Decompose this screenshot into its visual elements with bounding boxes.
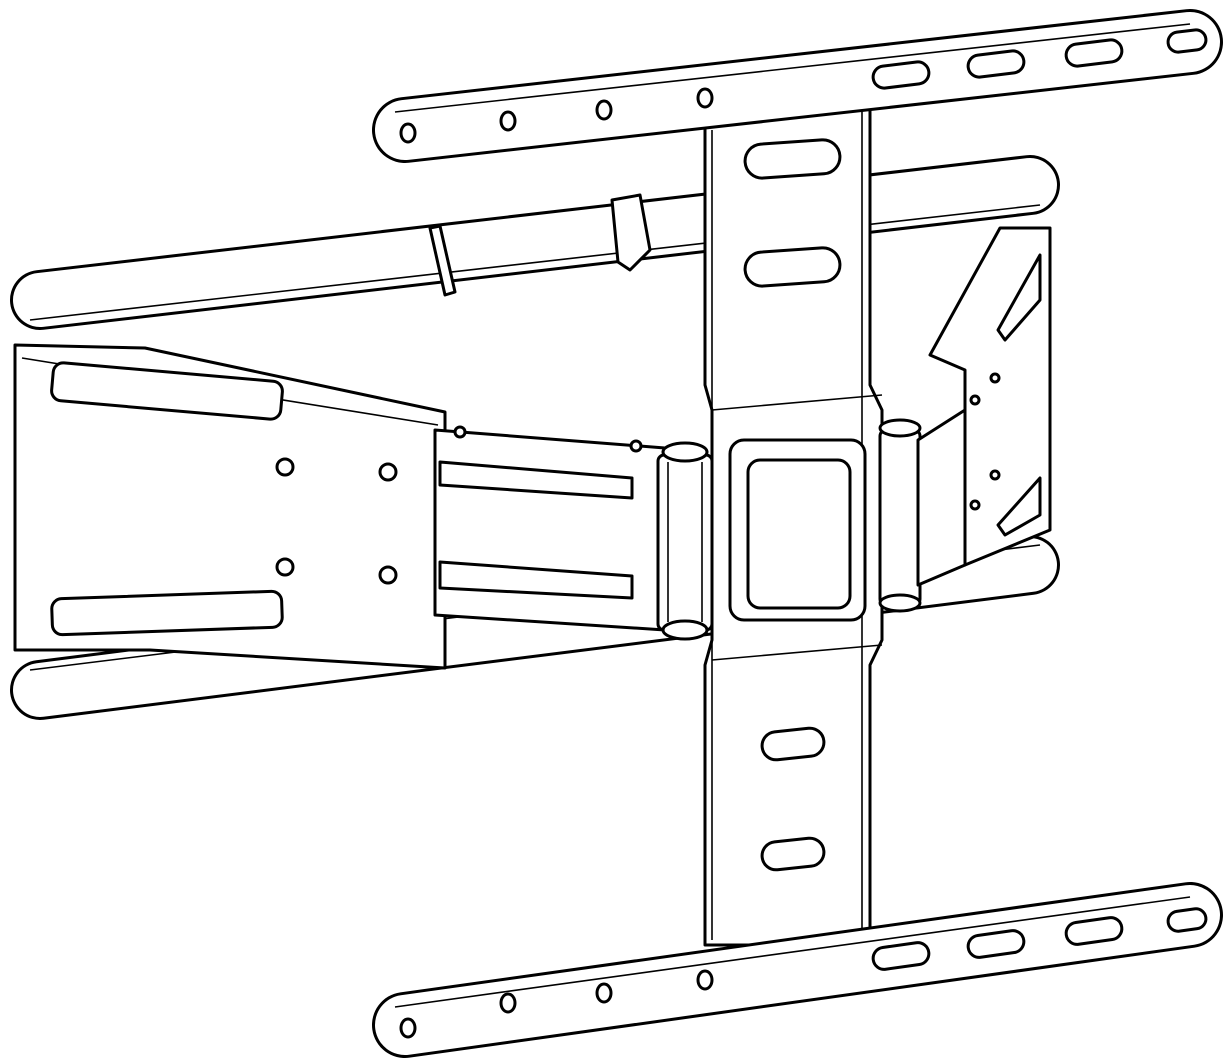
left-hinge	[656, 441, 714, 641]
top-mounting-rail	[372, 9, 1223, 163]
upper-back-arm	[10, 155, 1060, 330]
center-pivot-box	[728, 438, 867, 622]
right-hinge	[878, 418, 922, 613]
left-tv-plate	[13, 343, 447, 670]
middle-arm	[433, 425, 667, 632]
bottom-mounting-rail	[372, 882, 1223, 1058]
right-tv-plate	[916, 226, 1052, 587]
